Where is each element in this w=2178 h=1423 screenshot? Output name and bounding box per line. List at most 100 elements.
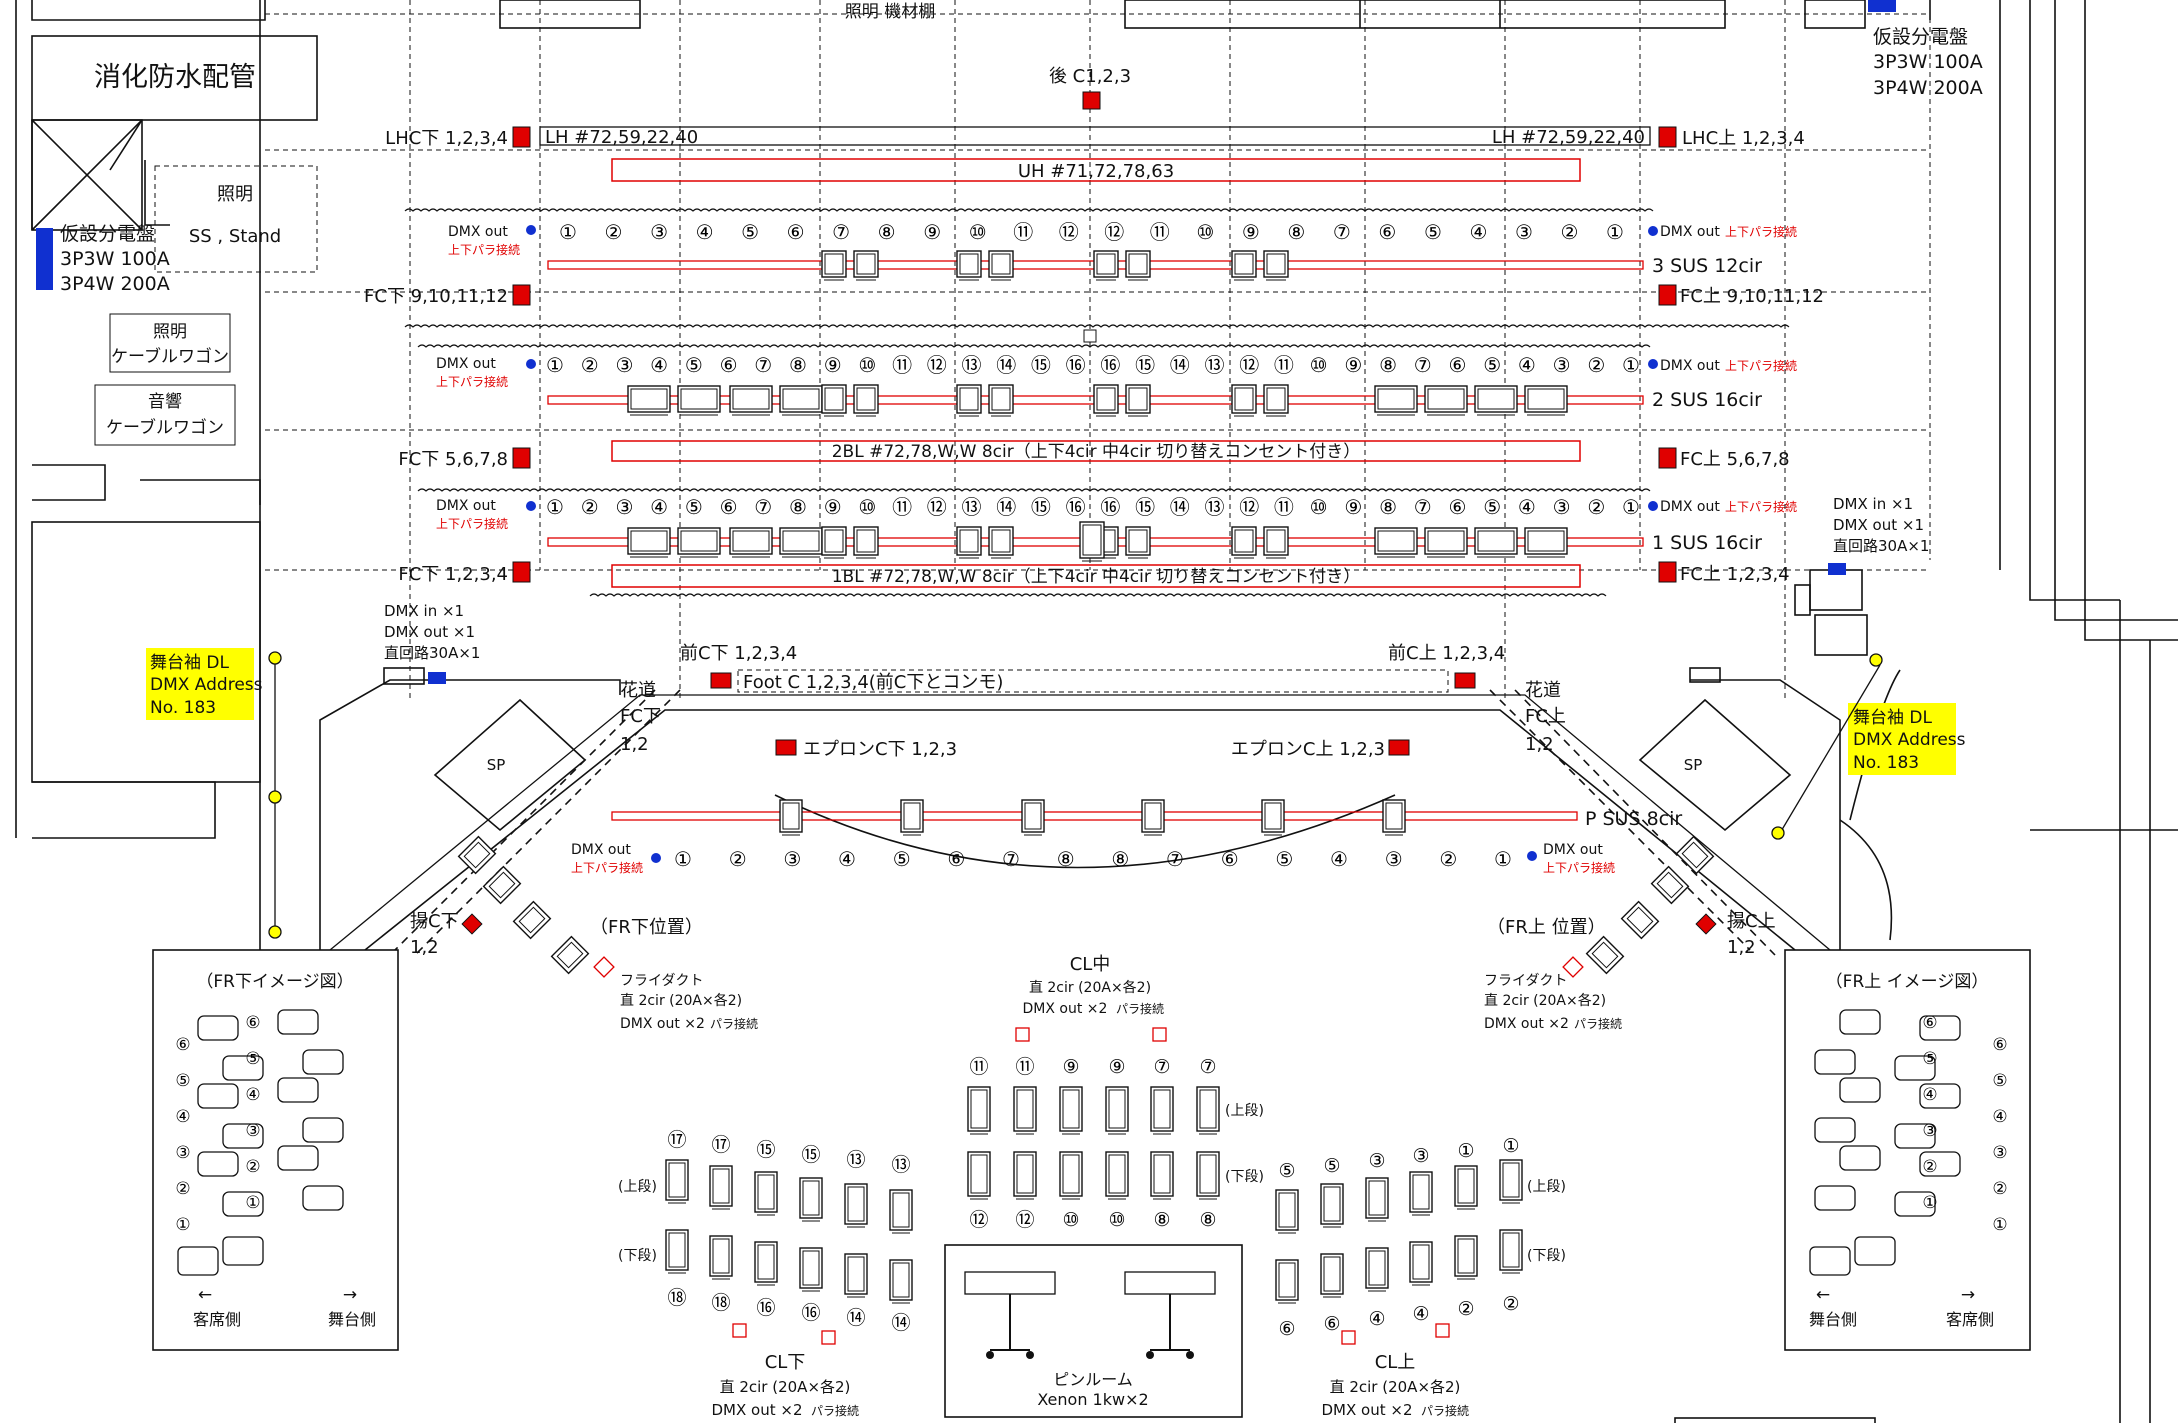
- cl-left-bottom-num: ⑯: [801, 1302, 820, 1324]
- psus-num: ⑥: [947, 847, 965, 871]
- fr-left-fixture: [512, 900, 552, 940]
- sus1-num: ②: [581, 495, 599, 519]
- sus1-center: [1079, 521, 1105, 562]
- fr-left-fixture: [550, 935, 590, 975]
- sus3-num: ⑨: [923, 220, 941, 244]
- dmx-out-pl: DMX out: [571, 842, 631, 858]
- lhc-right-label: LHC上 1,2,3,4: [1682, 128, 1805, 149]
- hanamichi-right-l2: FC上: [1525, 706, 1566, 727]
- psus-num: ④: [1330, 847, 1348, 871]
- cl-center-bottom-num: ⑩: [1108, 1209, 1125, 1231]
- fc-c-left-label: FC下 1,2,3,4: [398, 564, 508, 585]
- sus1-num: ⑯: [1100, 495, 1120, 519]
- sus2-num: ⑯: [1066, 353, 1086, 377]
- sus1-num: ②: [1587, 495, 1605, 519]
- hanamichi-right-fixture: [1650, 865, 1690, 905]
- cl-right-bottom-num: ②: [1502, 1293, 1519, 1315]
- dmx-out-3r: DMX out: [1660, 224, 1720, 240]
- psus-fixture: [1261, 799, 1285, 836]
- fr-img-right-fixture: [1839, 1077, 1961, 1109]
- wagon1-l2: ケーブルワゴン: [111, 346, 229, 367]
- fc-b-left-box: [512, 447, 531, 469]
- psus-fixture: [1141, 799, 1165, 836]
- hanamichi-right-l1: 花道: [1525, 680, 1561, 701]
- sus2-num: ⑮: [1135, 353, 1155, 377]
- agec-right-l1: 揚C上: [1727, 911, 1776, 932]
- sus3-num: ④: [1469, 220, 1487, 244]
- sus2-num: ⑬: [1204, 353, 1224, 377]
- sus2-num: ⑫: [1239, 353, 1259, 377]
- flydact-left-direct: 直 2cir (20A×各2): [620, 992, 742, 1009]
- fr-img-right-num: ④: [1992, 1107, 2007, 1127]
- cl-right-para: パラ接続: [1421, 1403, 1469, 1418]
- cl-center-top-num: ⑦: [1199, 1056, 1216, 1078]
- sus1-num: ④: [1518, 495, 1536, 519]
- fr-img-right-num: ①: [1992, 1215, 2007, 1235]
- psus-num: ⑧: [1111, 847, 1129, 871]
- para-3r: 上下パラ接続: [1725, 224, 1797, 239]
- lh-right-label: LH #72,59,22,40: [1492, 127, 1645, 148]
- sus3-num: ⑪: [1150, 220, 1170, 244]
- sus1-fixture: [1125, 526, 1151, 559]
- sus3-num: ⑪: [1013, 220, 1033, 244]
- fr-img-left-stand: [177, 1246, 219, 1276]
- sus1-num: ①: [546, 495, 564, 519]
- pin-room-l2: Xenon 1kw×2: [1037, 1390, 1148, 1409]
- psus-fixture: [1021, 799, 1045, 836]
- fr-img-left-num: ①: [245, 1193, 260, 1213]
- lighting-box-title: 照明: [217, 184, 253, 205]
- front-c-left-label: 前C下 1,2,3,4: [680, 643, 797, 664]
- psus-fixture: [779, 799, 803, 836]
- speaker-left-label: SP: [487, 756, 506, 774]
- cl-center-bottom-num: ⑫: [969, 1209, 988, 1231]
- cl-right-direct: 直 2cir (20A×各2): [1330, 1378, 1461, 1396]
- fc-b-right-box: [1658, 447, 1677, 469]
- fr-img-right-num: ②: [1922, 1157, 1937, 1177]
- sus3-num: ⑧: [1287, 220, 1305, 244]
- lhc-left-label: LHC下 1,2,3,4: [385, 128, 508, 149]
- sus2-spot: [1524, 385, 1568, 416]
- cl-right-title: CL上: [1375, 1352, 1416, 1373]
- dmx-dots: [526, 225, 1658, 863]
- cl-right-top-num: ③: [1412, 1145, 1429, 1167]
- cl-right-top-fixture: [1409, 1171, 1433, 1216]
- cl-left-top-fixture: [799, 1177, 823, 1222]
- bl2-label: 2BL #72,78,W,W 8cir（上下4cir 中4cir 切り替えコンセ…: [832, 442, 1361, 462]
- fr-img-right-side-b: 客席側: [1946, 1310, 1994, 1329]
- para-1l: 上下パラ接続: [436, 516, 508, 531]
- sus2-num: ⑧: [1379, 353, 1397, 377]
- para-2l: 上下パラ接続: [436, 374, 508, 389]
- cl-center-top-fixture: [1013, 1086, 1037, 1135]
- hanamichi-right-l3: 1,2: [1525, 734, 1554, 755]
- psus-num: ⑧: [1057, 847, 1075, 871]
- cl-center-box-2: [1152, 1027, 1167, 1042]
- foot-c-label: Foot C 1,2,3,4(前C下とコンモ): [743, 672, 1003, 693]
- sus1-spot: [627, 527, 671, 558]
- cl-left-para: パラ接続: [811, 1403, 859, 1418]
- sus2-num: ⑦: [754, 353, 772, 377]
- panel-right-line2: 3P4W 200A: [1873, 77, 1983, 99]
- cl-center-bottom-fixture: [1196, 1151, 1220, 1200]
- sus1-spot: [1374, 527, 1418, 558]
- sus2-num: ⑤: [1483, 353, 1501, 377]
- sus2-num: ⑥: [720, 353, 738, 377]
- cl-center-bottom-fixture: [1150, 1151, 1174, 1200]
- sus1-num: ⑬: [962, 495, 982, 519]
- sus1-num: ⑨: [824, 495, 842, 519]
- psus-num: ④: [838, 847, 856, 871]
- sus2-num: ⑭: [996, 353, 1016, 377]
- fr-img-right-fixture: [1839, 1145, 1961, 1177]
- cl-right-top-fixture: [1499, 1159, 1523, 1204]
- fr-img-right-num: ③: [1922, 1121, 1937, 1141]
- lhc-left-box: [512, 126, 531, 148]
- cl-center-top-fixture: [1059, 1086, 1083, 1135]
- back-c-label: 後 C1,2,3: [1049, 66, 1131, 87]
- fr-img-left-fixture: [222, 1185, 344, 1217]
- psus-num: ⑦: [1166, 847, 1184, 871]
- sus1-num: ③: [1553, 495, 1571, 519]
- lh-left-label: LH #72,59,22,40: [545, 127, 698, 148]
- cl-right-bottom-num: ②: [1457, 1298, 1474, 1320]
- psus-num: ⑦: [1002, 847, 1020, 871]
- red-boxes: [461, 91, 1717, 935]
